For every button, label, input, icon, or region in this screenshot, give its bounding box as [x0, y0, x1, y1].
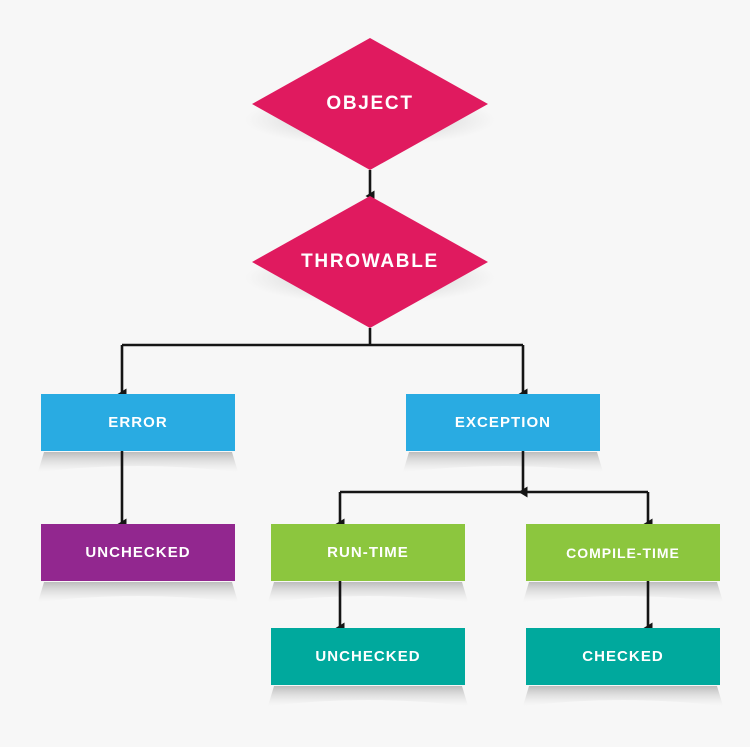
box-shadow-compiletime-checked — [523, 686, 723, 706]
box-shadow-runtime-unchecked — [268, 686, 468, 706]
node-shape-compile-time[interactable] — [526, 524, 720, 581]
node-shape-run-time[interactable] — [271, 524, 465, 581]
node-shape-runtime-unchecked[interactable] — [271, 628, 465, 685]
box-shadow-compile-time — [523, 582, 723, 602]
box-shadow-exception — [403, 452, 603, 472]
box-shadow-error-unchecked — [38, 582, 238, 602]
box-shadow-run-time — [268, 582, 468, 602]
box-shadow-error — [38, 452, 238, 472]
node-shape-compiletime-checked[interactable] — [526, 628, 720, 685]
node-shape-object[interactable] — [252, 38, 488, 170]
node-shape-exception[interactable] — [406, 394, 600, 451]
node-shape-error-unchecked[interactable] — [41, 524, 235, 581]
node-shape-error[interactable] — [41, 394, 235, 451]
node-shape-throwable[interactable] — [252, 196, 488, 328]
